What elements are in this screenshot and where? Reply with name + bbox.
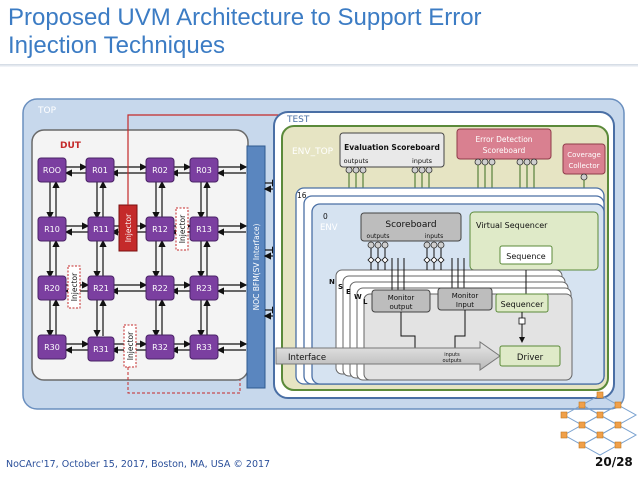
router-r33 xyxy=(189,334,219,360)
injectors: Injector Injector Injector Injector xyxy=(67,204,189,368)
router-r32 xyxy=(145,334,175,360)
direction-n: N xyxy=(329,278,335,286)
noc-logo-nodes xyxy=(560,391,622,449)
evaluation-scoreboard xyxy=(339,132,445,168)
router-r13 xyxy=(189,216,219,242)
error-ports xyxy=(474,158,538,166)
top-label: TOP xyxy=(37,106,57,116)
virtual-sequencer-label: Virtual Sequencer xyxy=(476,221,548,230)
error-detection-scoreboard xyxy=(456,128,552,160)
eval-outputs-label: outputs xyxy=(344,157,369,165)
router-r03-label: R03 xyxy=(196,166,212,175)
router-r22-label: R22 xyxy=(152,284,168,293)
router-r02 xyxy=(145,157,175,183)
driver-label: Driver xyxy=(517,353,544,363)
env-scoreboard-ports xyxy=(367,241,445,249)
error-detection-label-2: Scoreboard xyxy=(483,146,526,155)
router-r20-label: R20 xyxy=(44,284,60,293)
router-r20 xyxy=(37,275,67,301)
router-r21 xyxy=(87,275,115,301)
eval-inputs-label: inputs xyxy=(412,157,433,165)
router-r00-label: ROO xyxy=(43,166,61,175)
env-top-label: ENV_TOP xyxy=(292,147,334,157)
router-r32-label: R32 xyxy=(152,343,168,352)
injector-r31-r32 xyxy=(123,324,137,368)
noc-bfm-bar xyxy=(246,145,266,389)
monitor-output-label-2: output xyxy=(389,303,412,311)
coverage-label-1: Coverage xyxy=(567,151,601,159)
env-scoreboard xyxy=(360,212,462,242)
monitor-input-label-2: Input xyxy=(456,301,474,309)
test-label: TEST xyxy=(286,115,310,125)
noc-bfm-label: NOC BFM(SV Interface) xyxy=(252,224,261,311)
router-r30 xyxy=(37,334,67,360)
env-scoreboard-inputs: inputs xyxy=(425,233,444,240)
bus-inputs-label: inputs xyxy=(444,352,460,358)
evaluation-scoreboard-label: Evaluation Scoreboard xyxy=(344,143,440,152)
monitor-taps xyxy=(400,310,466,352)
router-r11-label: R11 xyxy=(93,225,109,234)
router-r01-label: R01 xyxy=(92,166,108,175)
router-r00 xyxy=(37,157,67,183)
env-scoreboard-outputs: outputs xyxy=(367,233,390,240)
injector-dashed-wire xyxy=(127,367,241,394)
coverage-port xyxy=(580,173,588,181)
env-scoreboard-label: Scoreboard xyxy=(385,220,436,230)
env-stack-16-label: 16 xyxy=(297,191,307,200)
direction-l: L xyxy=(363,298,368,306)
router-r30-label: R30 xyxy=(44,343,60,352)
router-r31 xyxy=(87,336,115,362)
bus-outputs-label: outputs xyxy=(442,358,461,364)
direction-w: W xyxy=(354,293,362,301)
direction-s: S xyxy=(338,283,343,291)
slide-title-line-1: Proposed UVM Architecture to Support Err… xyxy=(8,4,482,31)
agent-diamonds xyxy=(367,256,445,264)
router-r31-label: R31 xyxy=(93,345,109,354)
slide-title: Proposed UVM Architecture to Support Err… xyxy=(8,4,568,60)
router-r23-label: R23 xyxy=(196,284,212,293)
virtual-sequence xyxy=(499,245,553,265)
driver xyxy=(499,345,561,367)
interface-label: Interface xyxy=(288,353,326,363)
interface-bus xyxy=(275,341,501,371)
router-grid: ROO R01 R02 R03 R10 R11 R12 R13 R20 R21 … xyxy=(37,157,219,362)
coverage-label-2: Collector xyxy=(568,162,599,170)
router-r01 xyxy=(85,157,115,183)
footer-citation: NoCArc'17, October 15, 2017, Boston, MA,… xyxy=(6,459,271,470)
slide-title-line-2: Injection Techniques xyxy=(8,32,226,59)
router-r10 xyxy=(37,216,67,242)
router-r10-label: R10 xyxy=(44,225,60,234)
router-r12 xyxy=(145,216,175,242)
injector-r20-r21-label: Injector xyxy=(70,272,79,301)
router-r21-label: R21 xyxy=(93,284,109,293)
router-r33-label: R33 xyxy=(196,343,212,352)
injector-r20-r21 xyxy=(67,265,81,309)
env-label: ENV xyxy=(320,223,338,233)
sequencer-driver-port xyxy=(518,317,526,325)
router-r11 xyxy=(87,216,115,242)
injector-r12-r13 xyxy=(175,207,189,251)
router-r03 xyxy=(189,157,219,183)
monitor-output-label-1: Monitor xyxy=(388,294,415,302)
dut-label: DUT xyxy=(60,141,82,151)
injector-r31-r32-label: Injector xyxy=(126,331,135,360)
monitor-input-label-1: Monitor xyxy=(452,292,479,300)
router-r13-label: R13 xyxy=(196,225,212,234)
title-divider xyxy=(0,64,638,67)
direction-e: E xyxy=(346,288,351,296)
router-r02-label: R02 xyxy=(152,166,168,175)
router-r23 xyxy=(189,275,219,301)
injector-r12-r13-label: Injector xyxy=(178,214,187,243)
error-detection-label-1: Error Detection xyxy=(475,135,532,144)
router-r22 xyxy=(145,275,175,301)
sequencer-label: Sequencer xyxy=(501,300,544,309)
virtual-sequence-label: Sequence xyxy=(506,252,546,261)
injector-active-label: Injector xyxy=(124,213,133,242)
page-number: 20/28 xyxy=(595,455,633,469)
router-r12-label: R12 xyxy=(152,225,168,234)
env-stack-0-label: 0 xyxy=(323,212,328,221)
